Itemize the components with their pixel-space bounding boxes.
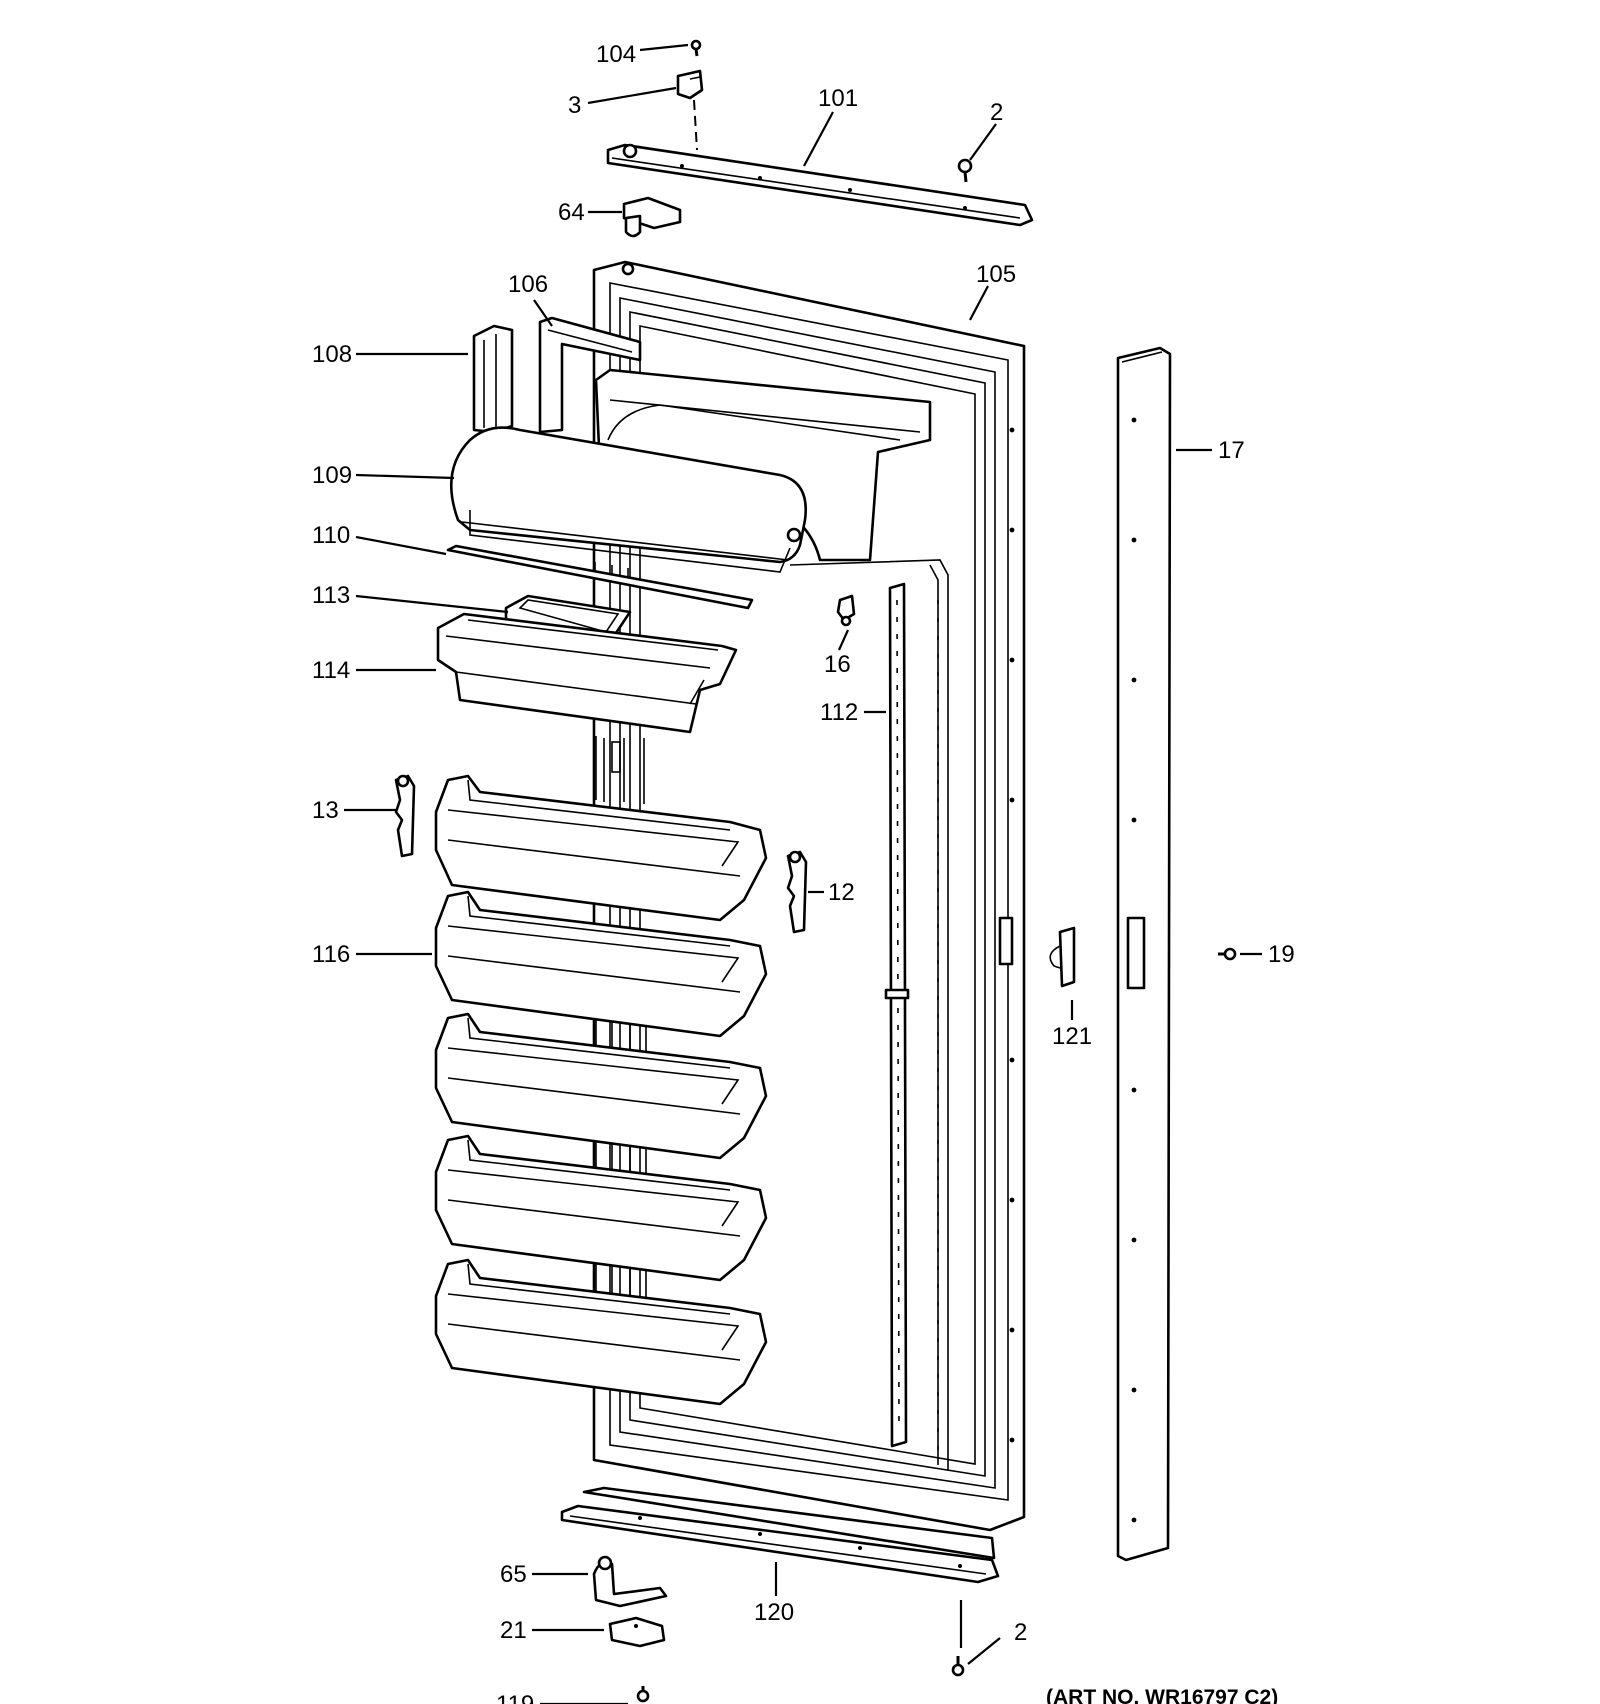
label-21: 21 <box>500 1617 527 1644</box>
part-65-bottom-hinge <box>592 1555 668 1608</box>
label-113: 113 <box>312 582 350 609</box>
liner-rail-segments <box>595 736 647 1298</box>
part-2-screw-top <box>957 158 973 183</box>
part-64-hinge-block <box>622 196 682 238</box>
label-64: 64 <box>558 199 585 226</box>
label-110: 110 <box>312 522 350 549</box>
label-120: 120 <box>754 1599 794 1626</box>
part-114-dairy-bin <box>436 612 738 734</box>
part-17-handle-trim <box>1116 346 1172 1562</box>
part-3-hinge-cap <box>676 69 704 100</box>
label-109: 109 <box>312 462 352 489</box>
part-16-clip <box>836 594 856 627</box>
label-106: 106 <box>508 271 548 298</box>
part-112-shelf-rail <box>884 582 910 1448</box>
label-104: 104 <box>596 41 636 68</box>
part-2-screw-bottom <box>951 1656 965 1677</box>
label-17: 17 <box>1218 437 1245 464</box>
leader-lines <box>344 43 1262 1704</box>
callout-labels: 104 3 101 2 64 106 105 108 17 109 110 11… <box>312 41 1295 1704</box>
door-edge-holes <box>1009 427 1015 1443</box>
art-number: (ART NO. WR16797 C2) <box>1046 1686 1278 1704</box>
label-13: 13 <box>312 797 339 824</box>
label-108: 108 <box>312 341 352 368</box>
label-3: 3 <box>568 92 581 119</box>
part-109-dairy-compartment-door <box>449 426 808 573</box>
label-112: 112 <box>820 699 858 726</box>
part-116-door-bin-1 <box>434 774 768 922</box>
label-116: 116 <box>312 941 350 968</box>
part-104-screw <box>690 39 702 57</box>
part-119-screw <box>636 1686 650 1703</box>
label-114: 114 <box>312 657 350 684</box>
part-116-door-bin-3 <box>434 1012 768 1160</box>
part-101-top-hinge-rail <box>606 143 1034 227</box>
alignment-line <box>693 99 698 151</box>
label-2-bottom: 2 <box>1014 1619 1027 1646</box>
part-110-trim-strip <box>446 544 754 610</box>
label-16: 16 <box>824 651 851 678</box>
part-19-screw <box>1218 947 1237 961</box>
label-19: 19 <box>1268 941 1295 968</box>
label-101: 101 <box>818 85 858 112</box>
part-116-door-bin-2 <box>434 890 768 1038</box>
part-12-bin-bracket <box>786 850 808 934</box>
part-116-door-bin-5 <box>434 1258 768 1406</box>
label-65: 65 <box>500 1561 527 1588</box>
part-121-handle-bracket <box>1049 926 1076 988</box>
part-120-bottom-hinge-rail <box>560 1486 1000 1584</box>
part-21-hinge-block <box>608 1616 666 1648</box>
label-2-top: 2 <box>990 99 1003 126</box>
part-13-bin-bracket <box>394 774 416 858</box>
part-108-side-trim <box>472 324 514 434</box>
label-105: 105 <box>976 261 1016 288</box>
label-121: 121 <box>1052 1023 1092 1050</box>
label-12: 12 <box>828 879 855 906</box>
label-119: 119 <box>496 1691 534 1704</box>
part-116-door-bin-4 <box>434 1134 768 1282</box>
